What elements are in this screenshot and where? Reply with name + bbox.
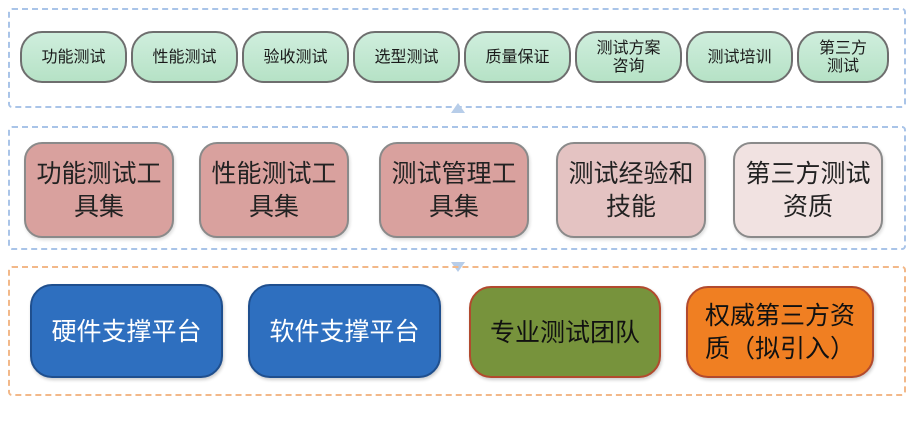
foundation-label: 专业测试团队	[489, 317, 640, 347]
service-label: 选型测试	[374, 47, 439, 66]
foundation-label: 硬件支撑平台	[51, 316, 202, 346]
foundation-label: 软件支撑平台	[269, 316, 420, 346]
capability-functional-tools: 功能测试工具集	[24, 142, 174, 238]
capability-label: 测试管理工具集	[391, 159, 517, 221]
service-label: 验收测试	[263, 47, 328, 66]
foundation-authority-qualification: 权威第三方资质（拟引入）	[686, 286, 874, 378]
service-selection-testing: 选型测试	[353, 31, 460, 83]
service-label: 第三方测试	[818, 38, 867, 75]
capability-third-party-qualification: 第三方测试资质	[733, 142, 883, 238]
service-acceptance-testing: 验收测试	[242, 31, 349, 83]
capability-management-tools: 测试管理工具集	[379, 142, 529, 238]
capability-label: 测试经验和技能	[568, 159, 694, 221]
service-label: 功能测试	[41, 47, 106, 66]
capability-label: 性能测试工具集	[211, 159, 337, 221]
foundation-layer	[8, 266, 906, 396]
service-test-consulting: 测试方案咨询	[575, 31, 682, 83]
service-label: 测试方案咨询	[596, 38, 661, 75]
service-test-training: 测试培训	[686, 31, 793, 83]
capability-layer	[8, 126, 906, 250]
service-functional-testing: 功能测试	[20, 31, 127, 83]
arrow-up-icon	[451, 103, 465, 113]
service-label: 性能测试	[152, 47, 217, 66]
foundation-label: 权威第三方资质（拟引入）	[704, 301, 855, 363]
service-quality-assurance: 质量保证	[464, 31, 571, 83]
service-label: 质量保证	[485, 47, 550, 66]
service-label: 测试培训	[707, 47, 772, 66]
foundation-professional-team: 专业测试团队	[469, 286, 661, 378]
service-performance-testing: 性能测试	[131, 31, 238, 83]
capability-experience-skills: 测试经验和技能	[556, 142, 706, 238]
foundation-software-platform: 软件支撑平台	[248, 284, 441, 378]
service-third-party-testing: 第三方测试	[797, 31, 889, 83]
foundation-hardware-platform: 硬件支撑平台	[30, 284, 223, 378]
capability-label: 第三方测试资质	[745, 159, 871, 221]
capability-label: 功能测试工具集	[36, 159, 162, 221]
capability-performance-tools: 性能测试工具集	[199, 142, 349, 238]
